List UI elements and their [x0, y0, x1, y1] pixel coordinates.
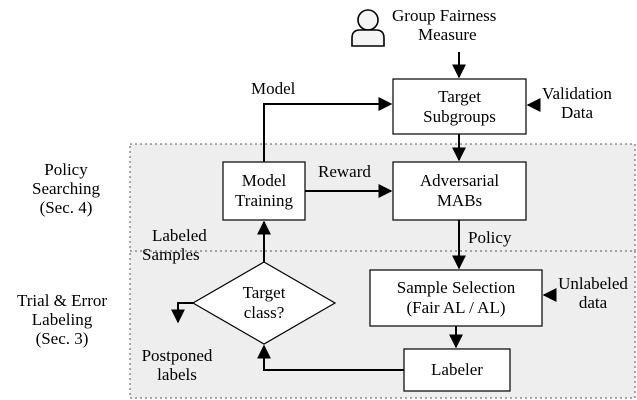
policy-searching-label: Policy Searching (Sec. 4): [12, 160, 120, 217]
target-subgroups-text: Target Subgroups: [393, 79, 526, 134]
sample-selection-line2: (Fair AL / AL): [406, 298, 506, 317]
target-class-line2: class?: [243, 303, 285, 322]
policy-line3: (Sec. 4): [39, 198, 93, 217]
labeler-text: Labeler: [431, 360, 483, 379]
measure-line2: Measure: [418, 25, 477, 44]
validation-line1: Validation: [542, 84, 612, 103]
fairness-measure-label: Group Fairness Measure: [392, 6, 496, 44]
trial-line1: Trial & Error: [16, 291, 108, 310]
mabs-line1: Adversarial: [419, 171, 500, 190]
target-class-line1: Target: [242, 283, 286, 302]
policy-line1: Policy: [44, 160, 88, 179]
validation-line2: Data: [560, 103, 594, 122]
arrow-postponed: [171, 302, 193, 324]
mabs-line2: MABs: [436, 191, 483, 210]
model-training-line1: Model: [241, 171, 287, 190]
unlabeled-data-label: Unlabeled data: [552, 274, 634, 312]
labeled-samples-line1: Labeled: [152, 226, 207, 245]
target-class-text: Target class?: [214, 282, 314, 324]
trial-line3: (Sec. 3): [35, 329, 89, 348]
person-icon: [351, 9, 385, 47]
policy-line2: Searching: [32, 179, 100, 198]
target-subgroups-box: [392, 78, 527, 135]
labeled-samples-line2: Samples: [142, 245, 200, 264]
arrow-labeler-to-diamond: [257, 344, 404, 371]
labeler-box: [403, 348, 511, 392]
validation-data-label: Validation Data: [538, 84, 616, 122]
postponed-line1: Postponed: [141, 346, 213, 365]
unlabeled-line1: Unlabeled: [558, 274, 628, 293]
unlabeled-line2: data: [578, 293, 608, 312]
trial-line2: Labeling: [31, 310, 93, 329]
labeled-samples-label: Labeled Samples: [142, 226, 207, 264]
postponed-line2: labels: [157, 365, 197, 384]
sample-selection-box: [369, 269, 543, 327]
target-subgroups-line1: Target: [438, 86, 481, 106]
sample-selection-line1: Sample Selection: [396, 278, 516, 297]
target-subgroups-line2: Subgroups: [423, 106, 496, 126]
model-training-text: Model Training: [223, 162, 305, 220]
mabs-text: Adversarial MABs: [393, 162, 526, 220]
trial-error-label: Trial & Error Labeling (Sec. 3): [0, 291, 124, 348]
reward-edge-label: Reward: [318, 162, 371, 181]
measure-line1: Group Fairness: [392, 6, 497, 25]
sample-selection-text: Sample Selection (Fair AL / AL): [370, 270, 542, 326]
policy-edge-label: Policy: [468, 228, 512, 247]
target-class-diamond: [191, 261, 337, 345]
postponed-labels-label: Postponed labels: [132, 346, 222, 384]
mabs-box: [392, 161, 527, 221]
model-edge-label: Model: [251, 79, 296, 98]
model-training-line2: Training: [235, 191, 293, 210]
arrow-model-to-subgroups: [263, 97, 393, 162]
